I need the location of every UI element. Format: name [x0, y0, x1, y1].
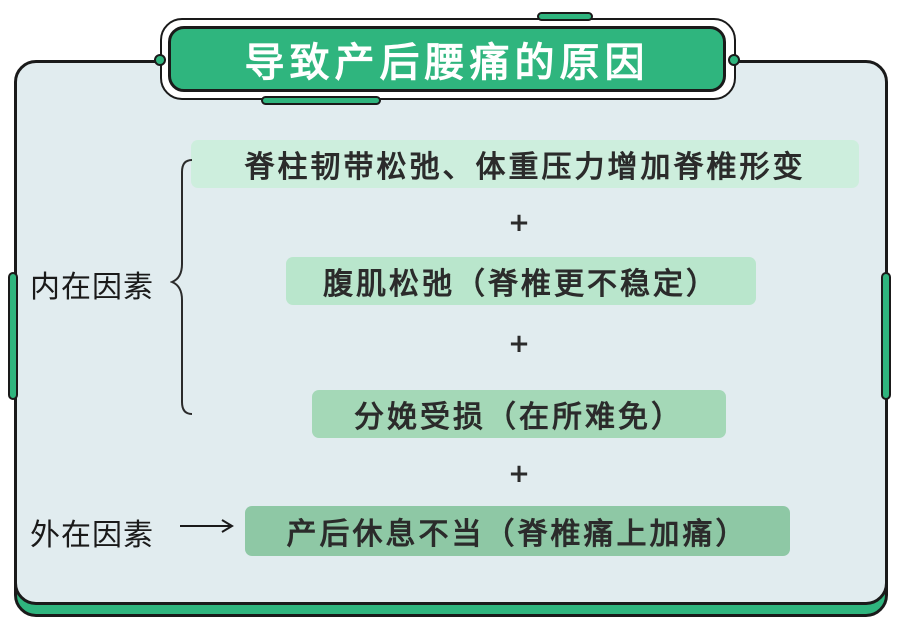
- plus-sign-1: +: [499, 208, 539, 238]
- page-title: 导致产后腰痛的原因: [168, 26, 726, 92]
- curly-brace-icon: [170, 150, 196, 422]
- title-decor-bar-bottom: [261, 96, 381, 105]
- cause-box-ligament: 脊柱韧带松弛、体重压力增加脊椎形变: [191, 140, 859, 188]
- title-decor-bar-top: [537, 12, 593, 21]
- title-decor-dot-left: [154, 54, 166, 66]
- right-side-tab: [881, 272, 891, 400]
- title-decor-dot-right: [728, 54, 740, 66]
- cause-box-abdominal: 腹肌松弛（脊椎更不稳定）: [286, 257, 756, 305]
- external-factors-label: 外在因素: [30, 510, 154, 554]
- cause-box-rest: 产后休息不当（脊椎痛上加痛）: [245, 506, 790, 556]
- plus-sign-3: +: [499, 459, 539, 489]
- cause-box-delivery: 分娩受损（在所难免）: [312, 390, 726, 438]
- plus-sign-2: +: [499, 329, 539, 359]
- left-side-tab: [8, 272, 18, 400]
- arrow-right-icon: [178, 516, 236, 536]
- internal-factors-label: 内在因素: [30, 262, 154, 306]
